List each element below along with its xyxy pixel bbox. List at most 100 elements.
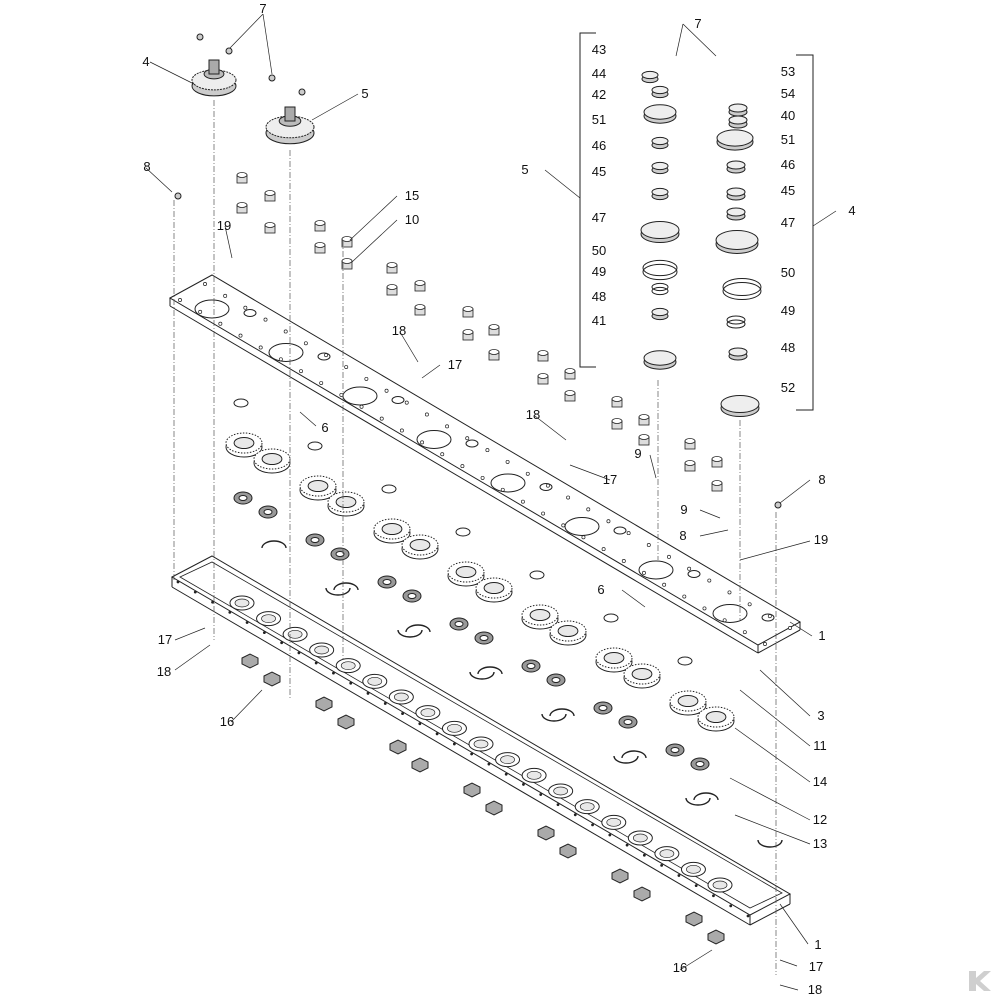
bushing xyxy=(537,350,549,356)
callout-label-l16b: 16 xyxy=(672,960,688,975)
plates-layer xyxy=(168,274,802,926)
plate-edge-hole xyxy=(324,353,328,358)
bushing xyxy=(684,438,696,444)
plate-edge-hole xyxy=(384,388,389,393)
plate-edge-hole xyxy=(460,464,465,469)
callout-label-l8b: 8 xyxy=(679,528,687,543)
shim-ring xyxy=(381,484,397,494)
bushing xyxy=(488,349,500,355)
shim-ring xyxy=(307,441,323,451)
callout-label-l51b: 51 xyxy=(780,132,796,147)
plate-edge-hole xyxy=(299,369,303,374)
plate-edge-hole xyxy=(763,642,767,646)
housing-screw-hole xyxy=(729,904,733,908)
bushing xyxy=(386,262,398,268)
shim-ring xyxy=(233,398,249,408)
plate-edge-hole xyxy=(258,345,263,350)
callout-label-l4a: 4 xyxy=(142,54,150,69)
plate-edge-hole xyxy=(223,293,228,298)
leader-line xyxy=(421,364,441,379)
plate-bore-hole xyxy=(194,299,230,319)
small-ring xyxy=(651,282,669,292)
callout-label-l17d: 17 xyxy=(808,959,824,974)
plate-edge-hole xyxy=(379,416,384,421)
leader-line xyxy=(734,814,811,845)
callout-label-l19a: 19 xyxy=(216,218,232,233)
seal xyxy=(651,161,669,171)
bearing xyxy=(479,635,489,641)
bushing xyxy=(488,324,500,330)
washer xyxy=(728,115,748,125)
small-ring xyxy=(726,315,746,325)
bearing xyxy=(651,136,669,146)
plate-edge-hole xyxy=(500,487,505,492)
snap-ring xyxy=(405,624,431,633)
callout-label-l43: 43 xyxy=(591,42,607,57)
housing-screw-hole xyxy=(314,661,318,665)
leader-line xyxy=(649,454,657,479)
housing-screw-hole xyxy=(280,641,284,645)
callout-label-l8c: 8 xyxy=(818,472,826,487)
spur-gear xyxy=(529,609,551,621)
callout-label-l8a: 8 xyxy=(143,159,151,174)
housing-screw-hole xyxy=(712,894,715,898)
hex-nut xyxy=(241,653,259,669)
plate-edge-hole xyxy=(586,507,591,512)
plate-small-hole xyxy=(613,526,627,535)
leader-line xyxy=(224,225,233,259)
callout-label-l17b: 17 xyxy=(602,472,618,487)
plate-edge-hole xyxy=(702,606,707,611)
snap-ring xyxy=(757,839,783,848)
plate-bore-hole xyxy=(490,473,526,493)
bearing xyxy=(407,593,417,599)
plate-edge-hole xyxy=(238,333,243,338)
small-nut xyxy=(268,74,276,82)
snap-ring xyxy=(261,540,287,549)
housing-bearing-bore xyxy=(632,833,648,843)
upper-plate-edge xyxy=(757,629,801,654)
drive-hub xyxy=(208,59,220,75)
leader-line xyxy=(351,219,398,263)
callout-label-l52: 52 xyxy=(780,380,796,395)
k-brand-logo-icon xyxy=(966,968,992,994)
plate-small-hole xyxy=(539,483,553,491)
plate-edge-hole xyxy=(621,559,626,563)
leader-line xyxy=(229,13,264,49)
bushing xyxy=(711,480,723,486)
leader-line xyxy=(699,529,729,537)
housing-bearing-bore xyxy=(287,629,303,639)
snap-ring xyxy=(541,713,567,722)
housing xyxy=(640,220,680,240)
bushing xyxy=(638,434,650,440)
plate-edge-hole xyxy=(606,519,611,524)
callout-label-l6b: 6 xyxy=(597,582,605,597)
callout-label-l3: 3 xyxy=(817,708,825,723)
plate-bore-hole xyxy=(638,560,674,580)
plate-edge-hole xyxy=(420,440,425,445)
leader-line xyxy=(779,903,809,945)
leader-line xyxy=(682,23,717,57)
spur-gear xyxy=(261,453,283,465)
lower-housing-edge xyxy=(749,903,791,926)
spur-gear xyxy=(455,566,477,578)
group-bracket xyxy=(579,32,596,368)
bearing xyxy=(598,705,608,711)
callout-label-l51a: 51 xyxy=(591,112,607,127)
plate-edge-hole xyxy=(278,357,283,362)
bushing xyxy=(537,373,549,379)
leader-line xyxy=(349,195,398,241)
callout-label-l45b: 45 xyxy=(780,183,796,198)
plate-small-hole xyxy=(687,570,701,578)
housing-bearing-bore xyxy=(261,614,276,624)
plate-edge-hole xyxy=(445,424,450,429)
bearing xyxy=(238,495,248,501)
housing-bearing-bore xyxy=(712,880,728,890)
spur-gear xyxy=(557,625,579,637)
callout-label-l18c: 18 xyxy=(156,664,172,679)
shim-ring xyxy=(455,527,471,537)
callout-label-l53: 53 xyxy=(780,64,796,79)
callout-label-l17c: 17 xyxy=(157,632,173,647)
spur-gear xyxy=(603,652,625,664)
small-nut xyxy=(298,88,306,96)
hex-nut xyxy=(559,843,577,859)
